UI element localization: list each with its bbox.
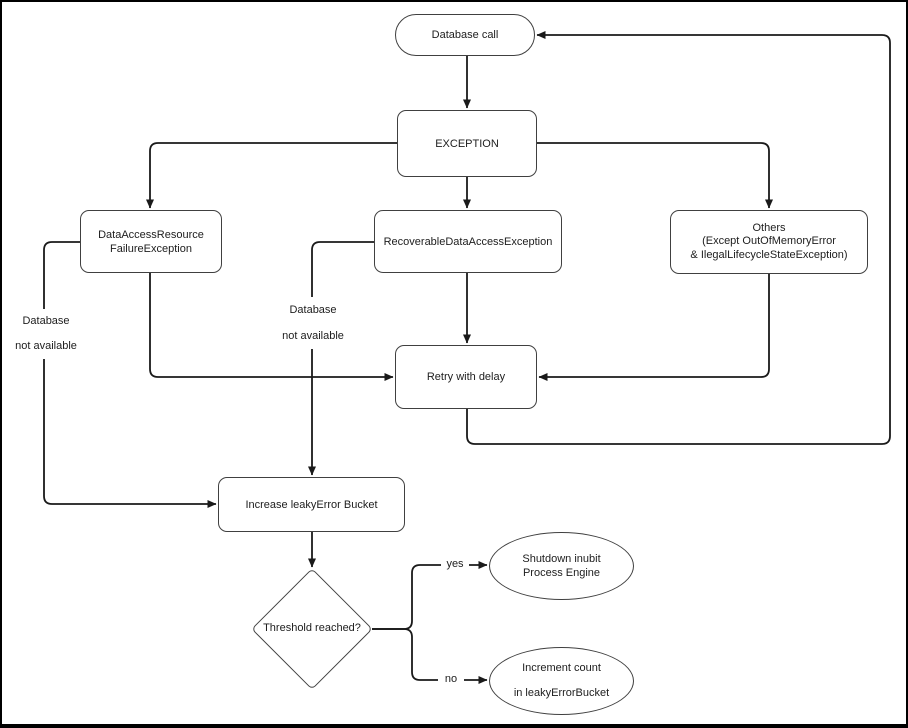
node-exception: EXCEPTION [397,110,537,177]
node-increment-count: Increment count in leakyErrorBucket [489,647,634,715]
edge-label-database-not-available-middle: Database not available [272,297,354,349]
node-shutdown-line1: Shutdown inubit [522,553,601,565]
edge-label-db-mid-line2: not available [282,330,344,342]
node-recoverable-data-access: RecoverableDataAccessException [374,210,562,273]
node-shutdown-engine: Shutdown inubit Process Engine [489,532,634,600]
node-others-line3: & IlegalLifecycleStateException) [690,248,848,261]
edge-threshold-no [372,628,488,684]
node-exception-label: EXCEPTION [435,137,499,150]
node-increase-leaky-error-bucket: Increase leakyError Bucket [218,477,405,532]
edge-exception-to-others [537,142,773,209]
node-increment-line2: in leakyErrorBucket [513,687,610,699]
node-others-line2: (Except OutOfMemoryError [702,235,836,248]
node-dar-failure-line1: DataAccessResource [98,228,204,241]
node-retry-with-delay: Retry with delay [395,345,537,409]
node-threshold-reached-label: Threshold reached? [263,622,361,634]
node-increment-line1: Increment count [522,662,601,674]
edge-exception-to-darfailure [146,142,397,209]
edge-darfailure-to-retry [149,273,394,381]
node-dar-failure-line2: FailureException [110,242,192,255]
node-others: Others (Except OutOfMemoryError & Ilegal… [670,210,868,274]
edge-label-no: no [438,673,464,685]
node-others-line1: Others [752,221,786,234]
edge-darfailure-to-increase [43,241,217,508]
node-retry-label: Retry with delay [426,371,506,383]
node-recoverable-label: RecoverableDataAccessException [383,235,553,248]
node-increase-label: Increase leakyError Bucket [245,498,378,511]
node-shutdown-line2: Process Engine [522,567,601,579]
node-database-call-label: Database call [431,29,499,41]
edge-label-db-left-line1: Database [22,315,70,327]
node-data-access-resource-failure: DataAccessResource FailureException [80,210,222,273]
edge-threshold-yes [372,561,488,630]
edge-label-db-mid-line1: Database [289,304,337,316]
edge-label-database-not-available-left: Database not available [6,309,86,359]
edge-others-to-retry [538,274,770,381]
node-database-call: Database call [395,14,535,56]
edge-recoverable-to-increase [308,241,374,476]
edge-retry-to-databasecall [466,31,891,445]
edge-label-yes: yes [441,558,469,570]
edge-label-db-left-line2: not available [15,340,77,352]
